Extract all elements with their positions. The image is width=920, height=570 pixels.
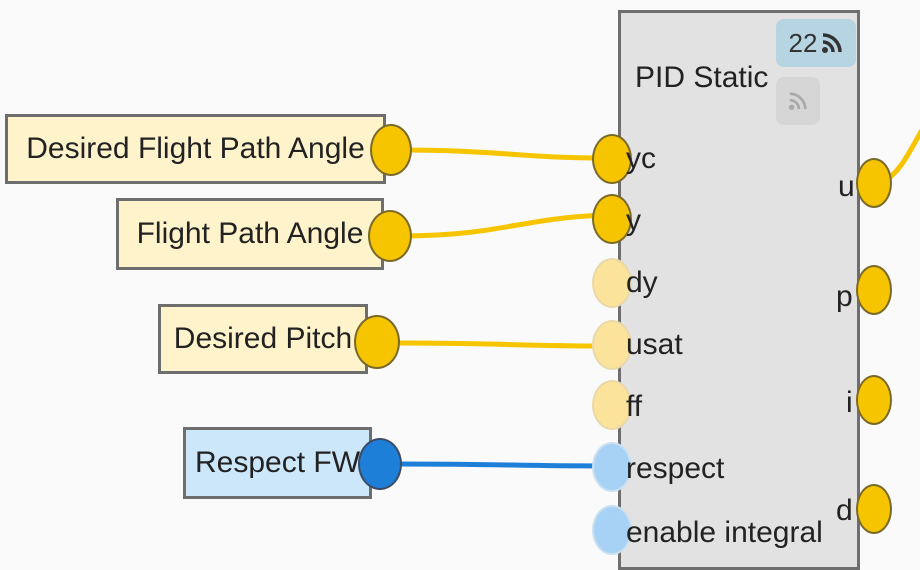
input-port-yc[interactable] [592,134,632,184]
output-label-d: d [836,494,853,527]
input-label-enable-integral: enable integral [626,516,823,549]
wire-respect-fw-to-respect[interactable] [399,461,607,469]
node-respect-fw[interactable]: Respect FW [183,427,372,499]
input-port-respect[interactable] [592,442,632,492]
input-port-usat[interactable] [592,320,632,370]
node-desired-pitch[interactable]: Desired Pitch [158,304,368,374]
wire-desired-pitch-to-usat[interactable] [399,340,607,349]
node-label: Desired Flight Path Angle [26,132,365,165]
badge-count: 22 [788,27,818,58]
node-output-port[interactable] [370,124,412,176]
node-output-port[interactable] [354,315,400,369]
input-port-y[interactable] [592,194,632,244]
node-output-port[interactable] [358,438,402,490]
node-output-port[interactable] [368,210,412,262]
input-port-enable-integral[interactable] [592,505,632,555]
feed-toggle[interactable] [776,77,820,125]
input-label-respect: respect [626,452,725,485]
rss-feed-disabled-icon [788,92,807,111]
output-port-d[interactable] [856,484,892,534]
node-flight-path-angle[interactable]: Flight Path Angle [116,198,384,270]
node-label: Desired Pitch [173,322,353,355]
input-label-y: y [626,204,641,237]
node-desired-flight-path-angle[interactable]: Desired Flight Path Angle [5,114,386,184]
output-port-i[interactable] [856,375,892,425]
output-port-p[interactable] [856,265,892,315]
input-port-ff[interactable] [592,380,632,430]
wire-flight-path-angle-to-y[interactable] [399,212,607,239]
block-title: PID Static [635,61,769,94]
node-label: Flight Path Angle [136,217,364,250]
input-label-dy: dy [626,266,658,299]
pid-static-block[interactable]: PID Static 22 [618,10,860,570]
rss-feed-icon [822,33,843,53]
output-label-p: p [836,280,853,313]
input-label-usat: usat [626,328,683,361]
input-port-dy[interactable] [592,258,632,308]
live-badge[interactable]: 22 [776,19,856,67]
input-label-ff: ff [626,390,643,423]
output-port-u[interactable] [856,158,892,208]
output-label-i: i [846,386,853,419]
output-label-u: u [838,170,855,203]
wires-layer [399,128,920,469]
wire-desired-flight-path-angle-to-yc[interactable] [399,147,607,161]
node-label: Respect FW [194,446,361,479]
input-label-yc: yc [626,142,656,175]
